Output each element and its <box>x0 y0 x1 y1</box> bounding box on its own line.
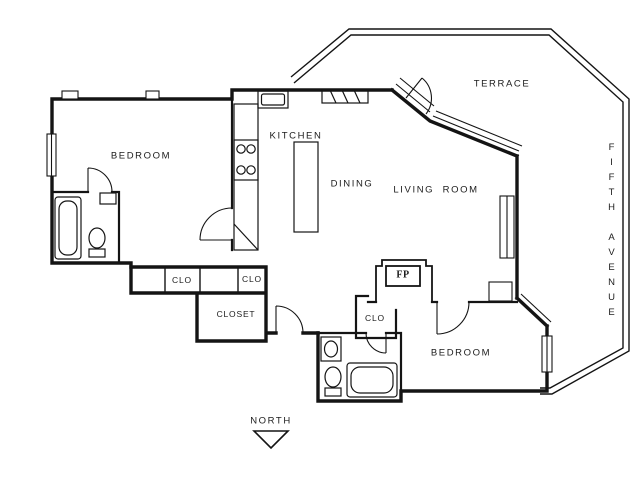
label-living-room: LIVING ROOM <box>393 184 479 196</box>
sink <box>320 336 342 362</box>
bathtub <box>54 196 82 260</box>
counter-island <box>293 141 319 233</box>
fireplace-structure <box>375 259 433 302</box>
toilet <box>324 366 342 388</box>
label-kitchen: KITCHEN <box>269 130 323 142</box>
bathtub <box>346 362 398 398</box>
label-fifth-avenue: FIFTH AVENUE <box>606 142 617 322</box>
label-bedroom-right: BEDROOM <box>430 347 492 359</box>
label-bedroom-left: BEDROOM <box>110 150 172 162</box>
door-swings <box>87 77 470 354</box>
label-clo-row-2: CLO <box>242 274 262 284</box>
kitchen-sink <box>257 90 289 109</box>
label-terrace: TERRACE <box>473 78 531 90</box>
label-fireplace: FP <box>396 269 410 281</box>
toilet <box>88 227 106 249</box>
radiator <box>321 89 369 104</box>
bathroom-left-fixtures <box>54 192 117 260</box>
closet-partitions <box>164 267 239 293</box>
bathroom-bottom-fixtures <box>320 336 398 398</box>
label-dining: DINING <box>330 178 374 190</box>
label-north: NORTH <box>250 415 292 427</box>
north-arrow-icon <box>252 430 290 450</box>
label-closet-hall: CLOSET <box>216 309 256 319</box>
terrace-railing <box>290 28 630 395</box>
label-clo-row-1: CLO <box>172 275 192 285</box>
kitchen-fixtures <box>233 89 369 251</box>
label-clo-bedroom: CLO <box>365 313 385 323</box>
stove <box>233 139 259 181</box>
interior-walls <box>50 97 519 403</box>
sink <box>99 192 117 205</box>
refrigerator <box>233 223 259 251</box>
windows <box>46 77 553 373</box>
